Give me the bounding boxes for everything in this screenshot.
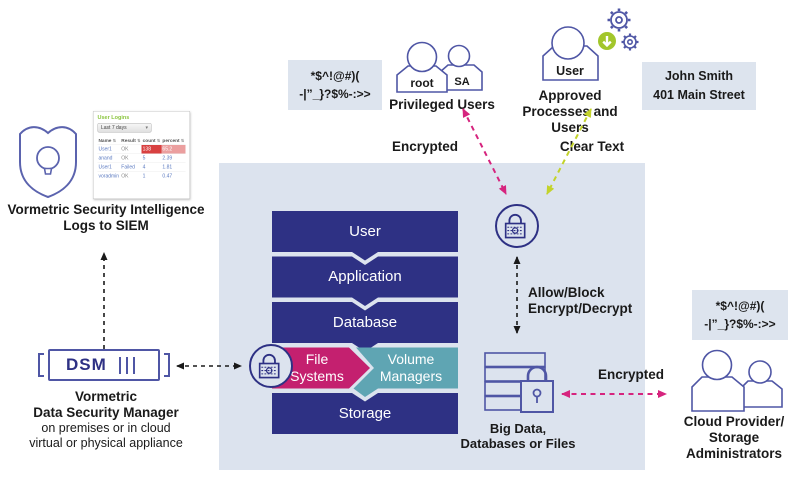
shield-icon (19, 126, 77, 199)
gears-icon (598, 8, 639, 51)
privileged-users-icon: root SA (396, 41, 483, 93)
sort-icon: ⇅ (112, 138, 117, 144)
dsm-caption-line4: virtual or physical appliance (29, 435, 183, 450)
user-logins-table: Name ⇅ Result ⇅ count ⇅ percent ⇅ User1 … (97, 137, 186, 181)
layer-user-bar (272, 211, 458, 261)
dsm-label: DSM (66, 355, 107, 374)
volume-managers-bar (353, 347, 458, 397)
date-range-value: Last 7 days (101, 125, 127, 131)
encrypted-right-label: Encrypted (597, 367, 665, 382)
security-intelligence-line1: Vormetric Security Intelligence (7, 202, 205, 217)
layer-application-bar (272, 256, 458, 306)
approved-user-icon: User (542, 26, 599, 81)
ciphertext-box-top: *$^!@#)( -|”_}?$%-:>> (288, 60, 382, 110)
download-badge-icon (598, 32, 616, 50)
layer-storage-label: Storage (338, 405, 392, 422)
dsm-caption-line1: Vormetric (74, 389, 138, 404)
cleartext-box: John Smith 401 Main Street (642, 62, 756, 110)
table-row: User1 OK 138 65.2 (97, 144, 186, 154)
sort-icon: ⇅ (137, 138, 141, 144)
dsm-caption: Vormetric Data Security Manager on premi… (8, 389, 204, 450)
sort-icon: ⇅ (156, 138, 161, 144)
col-result: Result ⇅ (121, 138, 141, 144)
dsm-caption-line3: on premises or in cloud (41, 420, 171, 435)
gear-large-icon (607, 8, 631, 32)
layer-database-label: Database (332, 314, 398, 331)
privileged-users-label: Privileged Users (389, 97, 495, 112)
layer-database-bar (272, 302, 458, 352)
admin-back-icon (739, 360, 783, 408)
security-intelligence-line2: Logs to SIEM (63, 217, 149, 233)
layer-application-label: Application (328, 268, 402, 285)
user-label: User (556, 64, 584, 78)
lightbulb-icon (36, 146, 60, 175)
clear-text-label: Clear Text (559, 139, 625, 154)
file-systems-lock-badge (249, 344, 293, 388)
root-label: root (410, 76, 433, 90)
policy-lock-badge (495, 204, 539, 248)
layer-storage-bar (272, 393, 458, 434)
cloud-admins-icon (691, 349, 783, 412)
table-row: anand OK 5 2.39 (97, 153, 186, 163)
dsm-chassis: DSM (48, 349, 160, 381)
col-count: count ⇅ (142, 138, 161, 144)
file-systems-bar (272, 347, 370, 389)
col-percent: percent ⇅ (162, 138, 185, 144)
user-logins-title: User Logins (97, 114, 130, 121)
encrypted-top-label: Encrypted (391, 139, 459, 154)
table-row: voradmin OK 1 0.47 (97, 171, 186, 181)
dsm-left-bracket (38, 353, 44, 377)
ciphertext-box-right: *$^!@#)( -|”_}?$%-:>> (692, 290, 788, 340)
layer-user-label: User (349, 223, 381, 240)
lock-icon (497, 206, 537, 246)
date-range-dropdown[interactable]: Last 7 days ▾ (97, 123, 152, 133)
root-user-icon (396, 41, 448, 93)
big-data-icon (484, 352, 554, 413)
dsm-vent-bars-icon (118, 356, 135, 374)
cloud-admins-label: Cloud Provider/ Storage Administrators (683, 414, 785, 461)
sa-user-icon (439, 44, 483, 91)
sort-icon: ⇅ (180, 138, 185, 144)
lock-icon (251, 346, 291, 386)
admin-front-icon (691, 349, 745, 412)
dsm-appliance: DSM (38, 349, 170, 381)
user-logins-panel: User Logins Last 7 days ▾ Name ⇅ Result … (93, 111, 190, 199)
padlock-icon (520, 365, 554, 413)
table-row: User1 Failed 4 1.81 (97, 162, 186, 172)
security-intelligence-label: Vormetric Security Intelligence Logs to … (6, 202, 206, 234)
allow-block-label: Allow/Block Encrypt/Decrypt (528, 285, 633, 316)
col-name: Name ⇅ (98, 138, 117, 144)
big-data-label: Big Data, Databases or Files (460, 421, 576, 452)
approved-users-label: Approved Processes and Users (522, 88, 618, 135)
sa-label: SA (454, 76, 469, 88)
caret-down-icon: ▾ (145, 125, 148, 131)
dsm-right-bracket (164, 353, 170, 377)
dsm-caption-line2: Data Security Manager (33, 404, 179, 420)
gear-small-icon (621, 33, 639, 51)
